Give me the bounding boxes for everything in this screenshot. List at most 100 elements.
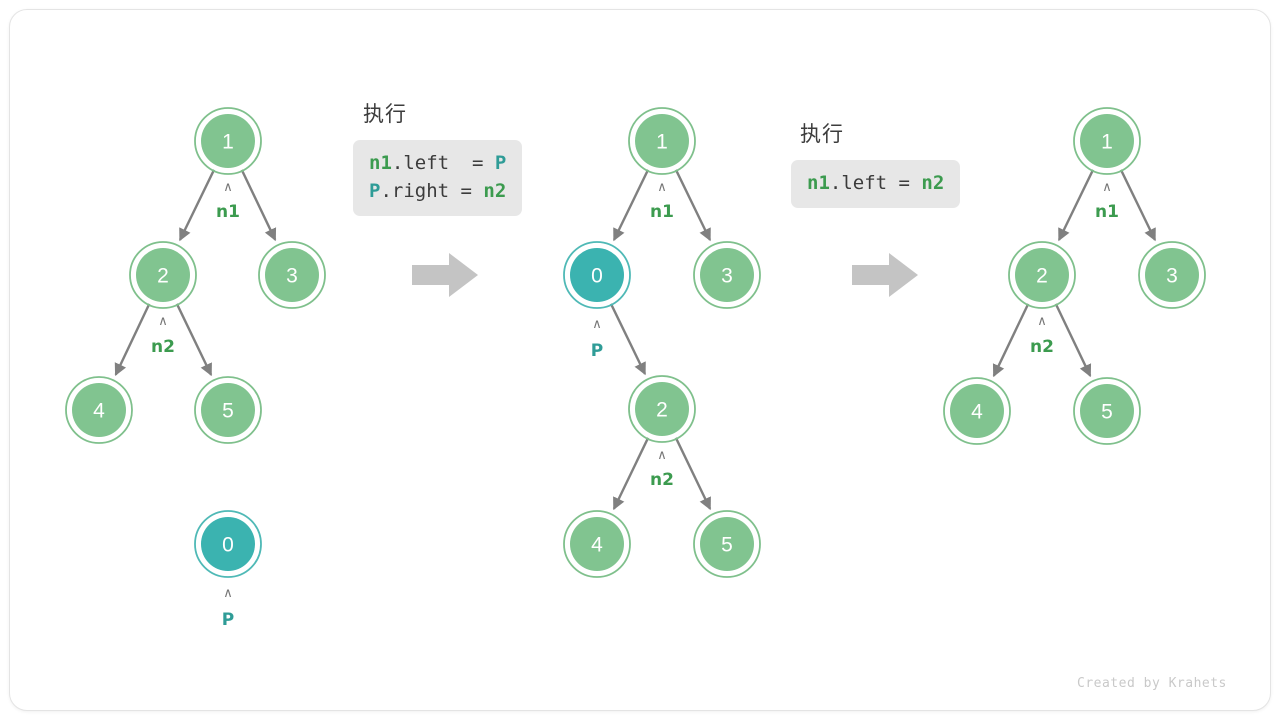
caret-icon: ∧ — [1037, 314, 1047, 329]
caret-icon: ∧ — [657, 448, 667, 463]
caret-icon: ∧ — [223, 586, 233, 601]
tree-edge — [612, 437, 650, 511]
tree-edge — [674, 437, 712, 511]
node-disc — [1145, 248, 1199, 302]
node-outer-ring — [194, 510, 262, 578]
node-outer-ring — [129, 241, 197, 309]
code-box-step-2: n1.left = n2 — [791, 160, 961, 208]
node-value-label: 4 — [93, 400, 105, 423]
pointer-name-text: n2 — [151, 337, 175, 357]
pointer-name-text: P — [591, 341, 603, 361]
node-outer-ring — [628, 107, 696, 175]
node-outer-ring — [1008, 241, 1076, 309]
tree-edge — [674, 169, 712, 242]
tree-node-3: 3 — [1138, 241, 1206, 309]
code-token: n1 — [807, 172, 830, 194]
code-token: n1 — [369, 152, 392, 174]
node-outer-ring — [194, 376, 262, 444]
tree-edge — [175, 303, 213, 377]
tree-node-1: 1 — [628, 107, 696, 175]
node-disc — [700, 248, 754, 302]
pointer-name-text: P — [222, 610, 234, 630]
node-value-label: 1 — [222, 131, 234, 154]
transition-arrow-1 — [412, 253, 478, 297]
node-value-label: 1 — [656, 131, 668, 154]
node-outer-ring — [194, 107, 262, 175]
node-outer-ring — [563, 241, 631, 309]
exec-label-step-1: 执行 — [363, 103, 407, 126]
caret-icon: ∧ — [657, 180, 667, 195]
tree-node-1: 1 — [1073, 107, 1141, 175]
caret-icon: ∧ — [592, 317, 602, 332]
transition-arrow-layer — [412, 253, 918, 297]
node-outer-ring — [1138, 241, 1206, 309]
tree-node-1: 1 — [194, 107, 262, 175]
node-disc — [1080, 114, 1134, 168]
pointer-label-n2: ∧n2 — [650, 448, 674, 490]
tree-node-4: 4 — [65, 376, 133, 444]
code-token: .left = — [391, 152, 495, 174]
node-value-label: 4 — [591, 534, 603, 557]
node-outer-ring — [943, 377, 1011, 445]
node-value-label: 3 — [721, 265, 733, 288]
node-value-label: 2 — [1036, 265, 1048, 288]
code-token: P — [369, 180, 381, 202]
credit-text: Created by Krahets — [1077, 676, 1227, 691]
node-value-label: 3 — [286, 265, 298, 288]
tree-edge — [240, 169, 277, 242]
node-disc — [1080, 384, 1134, 438]
tree-edge — [1119, 169, 1157, 242]
caret-icon: ∧ — [158, 314, 168, 329]
node-disc — [201, 114, 255, 168]
caret-icon: ∧ — [223, 180, 233, 195]
pointer-label-P: ∧P — [591, 317, 603, 361]
pointer-label-n2: ∧n2 — [1030, 314, 1054, 357]
node-disc — [700, 517, 754, 571]
node-outer-ring — [693, 510, 761, 578]
node-disc — [570, 517, 624, 571]
node-value-label: 0 — [591, 265, 603, 288]
node-disc — [201, 383, 255, 437]
tree-edge — [609, 303, 647, 376]
code-token: P — [494, 152, 507, 174]
pointer-label-n1: ∧ n1 — [650, 180, 674, 222]
tree-node-0: 0 — [563, 241, 631, 309]
pointer-name-text: n1 — [1095, 202, 1119, 222]
transition-arrow-2 — [852, 253, 918, 297]
pointer-label-n1: ∧ n1 — [1095, 180, 1119, 222]
node-disc — [1015, 248, 1069, 302]
tree-node-0: 0 — [194, 510, 262, 578]
node-outer-ring — [258, 241, 326, 309]
node-disc — [635, 382, 689, 436]
node-value-label: 4 — [971, 401, 983, 424]
code-token: .right = — [380, 180, 484, 202]
caret-icon: ∧ — [1102, 180, 1112, 195]
node-disc — [201, 517, 255, 571]
tree-edge — [612, 169, 650, 242]
tree-edge — [114, 303, 151, 377]
edge-layer — [114, 169, 1157, 511]
code-token: n2 — [921, 172, 945, 194]
node-value-label: 5 — [1101, 401, 1113, 424]
pointer-label-n1: ∧n1 — [216, 180, 240, 222]
node-outer-ring — [1073, 107, 1141, 175]
tree-edge — [178, 169, 216, 242]
node-value-label: 2 — [157, 265, 169, 288]
tree-edge — [1054, 303, 1092, 378]
node-disc — [136, 248, 190, 302]
tree-node-4: 4 — [563, 510, 631, 578]
code-line: P.right = n2 — [369, 177, 506, 205]
node-value-label: 5 — [222, 400, 234, 423]
tree-node-2: 2 — [1008, 241, 1076, 309]
tree-node-4: 4 — [943, 377, 1011, 445]
pointer-name-text: n1 — [650, 202, 674, 222]
node-value-label: 1 — [1101, 131, 1113, 154]
node-value-label: 2 — [656, 399, 668, 422]
tree-node-2: 2 — [628, 375, 696, 443]
code-line: n1.left = n2 — [807, 169, 944, 197]
tree-node-3: 3 — [693, 241, 761, 309]
